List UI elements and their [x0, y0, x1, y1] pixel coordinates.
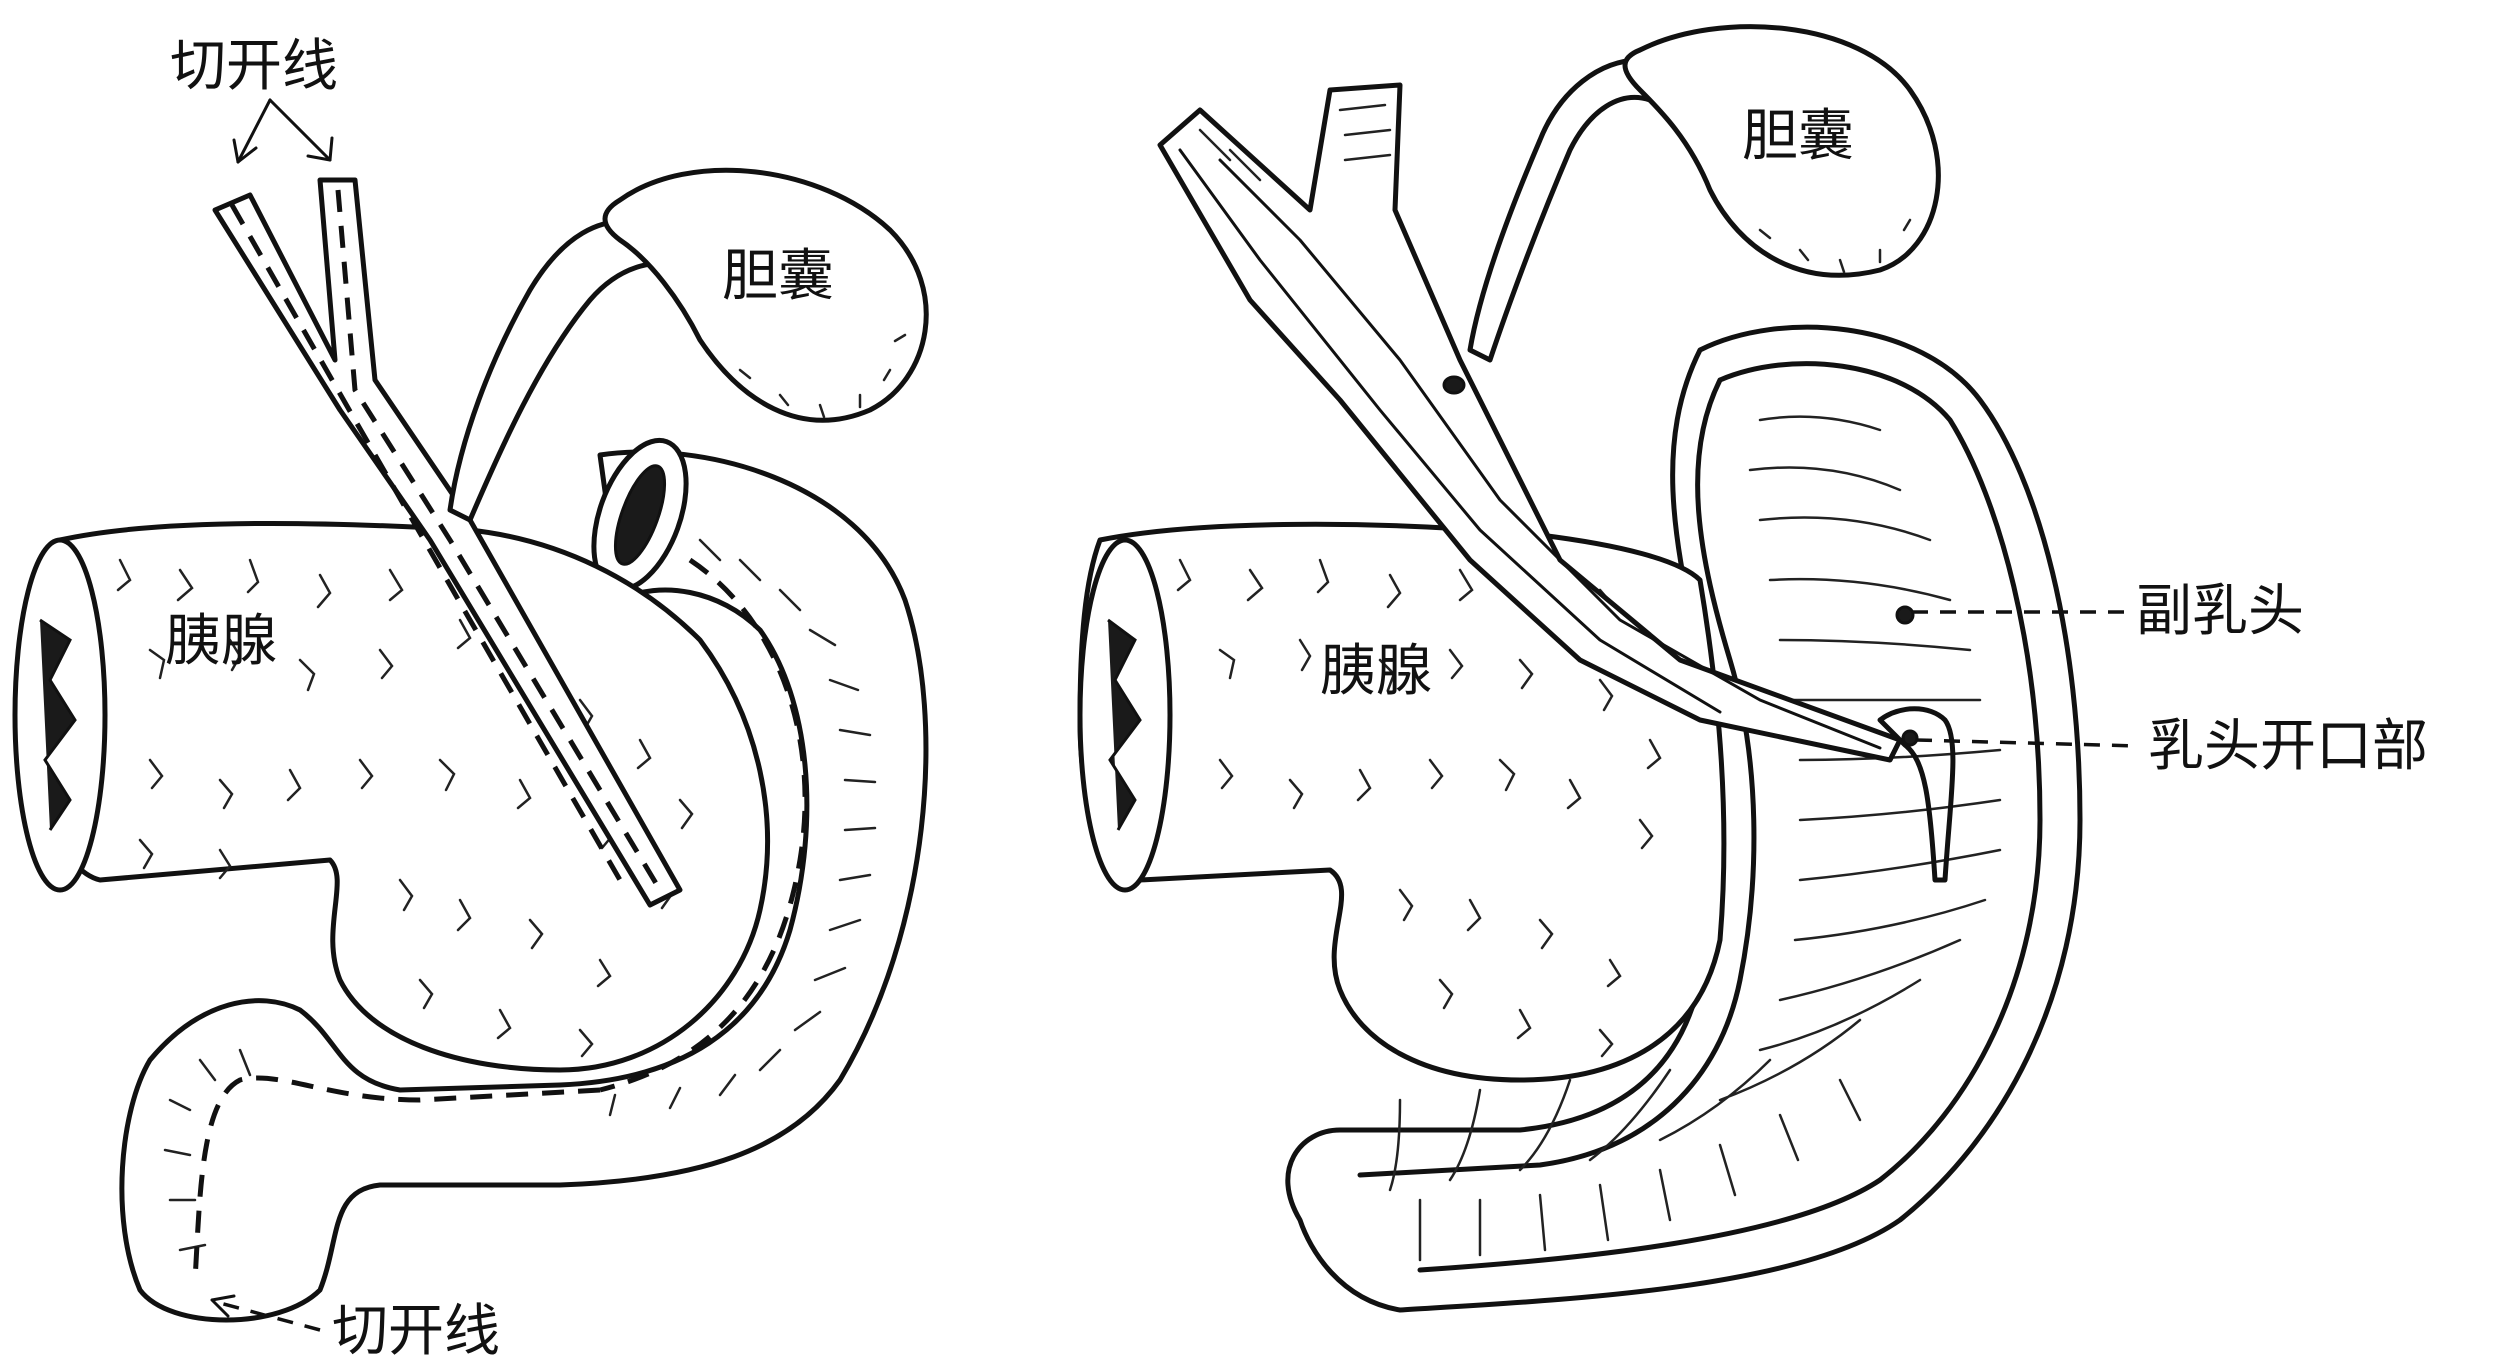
left-cut-line-bottom-arrow: [210, 1294, 321, 1332]
left-cut-line-top-label: 切开线: [170, 34, 338, 99]
papilla-opening-leader: [1915, 738, 2139, 748]
right-gallbladder-label: 胆囊: [1742, 104, 1854, 169]
right-minor-papilla-label: 副乳头: [2136, 579, 2304, 644]
right-pancreas: [1077, 521, 1727, 1083]
right-papilla-opening-label: 乳头开口部: [2148, 714, 2428, 779]
left-duct-cut-line-a: [229, 203, 623, 882]
left-figure: 切开线 胆囊 胰腺 切开线: [12, 34, 929, 1362]
left-bile-duct: [212, 177, 683, 908]
left-gallbladder: [447, 167, 929, 523]
left-gallbladder-label: 胆囊: [722, 244, 834, 309]
left-duct-cut-line-b: [335, 189, 663, 892]
right-bile-duct: [1157, 82, 1903, 763]
left-duodenum: [119, 437, 929, 1323]
right-pancreas-label: 胰腺: [1320, 639, 1432, 704]
right-papilla: [1877, 605, 1956, 883]
left-pancreas-label: 胰腺: [165, 609, 277, 674]
left-cut-line-bottom-label: 切开线: [332, 1299, 500, 1362]
right-gallbladder: [1467, 24, 1941, 363]
papilla-opening: [1877, 706, 1956, 883]
minor-papilla-dot: [1895, 605, 1915, 625]
right-figure: 胆囊 胰腺 副乳头 乳头开口部: [1077, 24, 2428, 1313]
left-cut-line-top-arrows: [232, 98, 334, 164]
left-pancreas: [12, 520, 770, 1073]
left-duodenum-cut-line: [599, 557, 808, 1093]
